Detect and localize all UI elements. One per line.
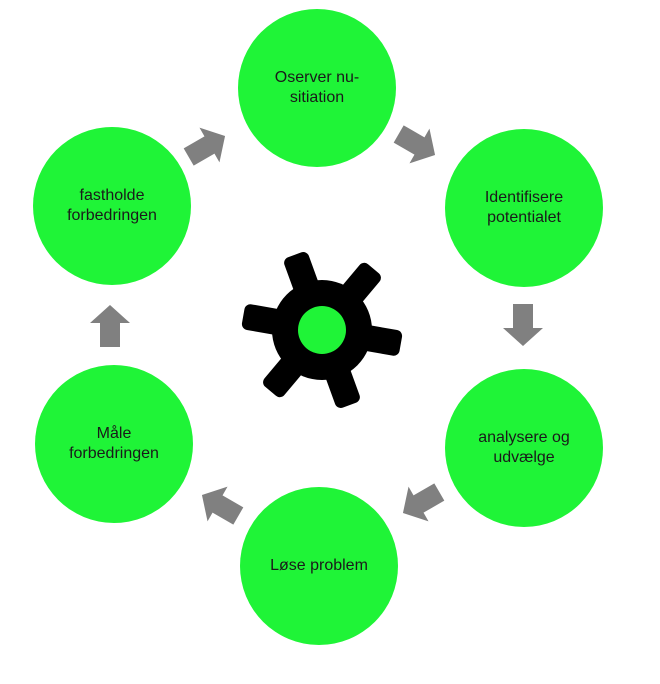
gear-icon (241, 252, 403, 408)
arrow-solve-to-measure (201, 486, 244, 525)
node-sustain: fastholde forbedringen (33, 127, 191, 285)
node-solve: Løse problem (240, 487, 398, 645)
node-identify-label: Identifisere potentialet (484, 189, 564, 226)
arrow-identify-to-analyze (503, 304, 543, 346)
node-measure: Måle forbedringen (35, 365, 193, 523)
node-analyze: analysere og udvælge (445, 369, 603, 527)
arrow-measure-to-sustain (90, 305, 130, 347)
node-solve-label: Løse problem (270, 557, 368, 574)
node-analyze-label: analysere og udvælge (478, 429, 570, 466)
node-observe: Oserver nu- sitiation (238, 9, 396, 167)
gear-hub (298, 306, 346, 354)
node-identify: Identifisere potentialet (445, 129, 603, 287)
arrow-analyze-to-solve (402, 483, 445, 522)
node-measure-label: Måle forbedringen (69, 425, 159, 462)
arrow-observe-to-identify (393, 125, 436, 164)
node-observe-label: Oserver nu- sitiation (274, 69, 360, 106)
arrow-sustain-to-observe (183, 127, 226, 166)
node-sustain-label: fastholde forbedringen (67, 187, 157, 224)
